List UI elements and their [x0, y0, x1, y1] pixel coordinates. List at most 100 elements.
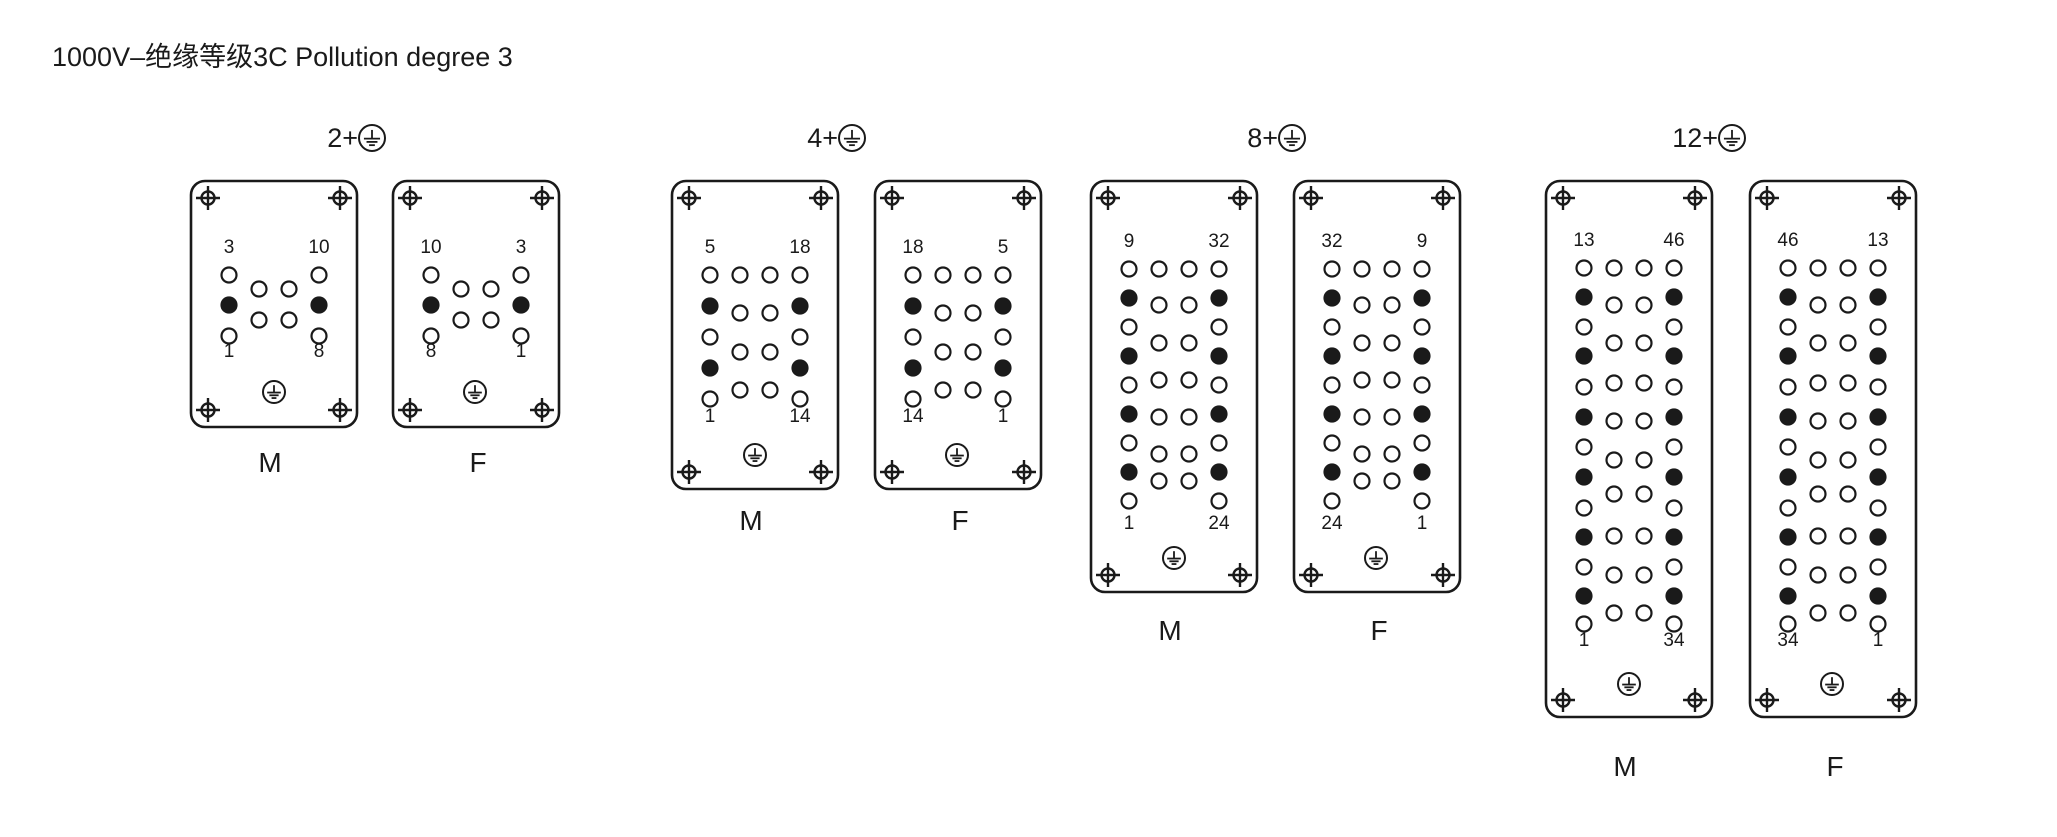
pin-number-label: 8 — [314, 341, 325, 362]
pin-contact-filled — [1323, 463, 1341, 481]
pin-contact — [1605, 604, 1623, 622]
pin-contact — [1180, 445, 1198, 463]
pin-contact — [250, 280, 268, 298]
screw-crosshair-icon — [328, 398, 352, 422]
pin-number-label: 8 — [426, 341, 437, 362]
pin-contact-filled — [1323, 347, 1341, 365]
pin-contact-filled — [1575, 347, 1593, 365]
screw-crosshair-icon — [398, 186, 422, 210]
pin-contact-filled — [1413, 463, 1431, 481]
insert-outline — [189, 179, 359, 429]
pin-contact — [1839, 451, 1857, 469]
screw-crosshair-icon — [1096, 563, 1120, 587]
pin-number-label: 1 — [516, 341, 527, 362]
pin-contact — [1809, 412, 1827, 430]
pin-contact-filled — [994, 359, 1012, 377]
pin-number-label: 24 — [1208, 513, 1230, 534]
pin-contact — [220, 266, 238, 284]
pin-contact-filled — [1779, 587, 1797, 605]
pin-contact — [1413, 376, 1431, 394]
pin-contact-filled — [1869, 288, 1887, 306]
pin-contact — [1150, 371, 1168, 389]
screw-crosshair-icon — [1012, 186, 1036, 210]
pin-contact-filled — [1779, 468, 1797, 486]
pin-contact — [1605, 259, 1623, 277]
pin-contact — [1605, 566, 1623, 584]
pin-number-label: 9 — [1124, 231, 1135, 252]
pin-contact — [1809, 259, 1827, 277]
pin-contact — [1779, 259, 1797, 277]
pin-contact-filled — [1210, 405, 1228, 423]
pin-contact — [1413, 492, 1431, 510]
pin-contact — [1635, 334, 1653, 352]
pin-contact — [1665, 259, 1683, 277]
pin-contact-filled — [791, 359, 809, 377]
pin-contact — [1353, 334, 1371, 352]
pin-number-label: 1 — [998, 406, 1009, 427]
earth-contact-icon — [743, 443, 767, 467]
gender-label: M — [739, 505, 762, 536]
pin-contact — [1869, 499, 1887, 517]
screw-crosshair-icon — [1551, 186, 1575, 210]
pin-contact-filled — [220, 296, 238, 314]
pin-contact — [791, 266, 809, 284]
gender-label: M — [1158, 615, 1181, 646]
pin-contact — [1413, 318, 1431, 336]
pin-contact — [1575, 499, 1593, 517]
insert-group-heading: 12+ — [1672, 123, 1718, 153]
pin-contact — [1839, 527, 1857, 545]
pin-contact-filled — [1869, 587, 1887, 605]
insert-outline — [1292, 179, 1462, 594]
earth-contact-icon — [463, 380, 487, 404]
pin-contact-filled — [904, 297, 922, 315]
pin-contact — [994, 266, 1012, 284]
pin-contact — [964, 266, 982, 284]
pin-contact — [1353, 260, 1371, 278]
pin-contact — [1180, 260, 1198, 278]
insert-outline — [873, 179, 1043, 491]
pin-contact — [1575, 378, 1593, 396]
pin-contact — [1665, 318, 1683, 336]
pin-contact — [250, 311, 268, 329]
pin-contact — [731, 381, 749, 399]
earth-contact-icon — [945, 443, 969, 467]
pin-contact — [452, 280, 470, 298]
pin-contact — [1575, 558, 1593, 576]
page-title: 1000V–绝缘等级3C Pollution degree 3 — [52, 42, 513, 72]
pin-number-label: 10 — [308, 237, 329, 258]
pin-contact-filled — [1779, 408, 1797, 426]
pin-contact — [904, 266, 922, 284]
pin-contact-filled — [1665, 288, 1683, 306]
pin-contact — [1869, 615, 1887, 633]
pin-contact — [1779, 438, 1797, 456]
pin-contact — [761, 266, 779, 284]
pin-contact — [1809, 374, 1827, 392]
gender-label: M — [258, 447, 281, 478]
earth-contact-icon — [1364, 546, 1388, 570]
screw-crosshair-icon — [677, 460, 701, 484]
pin-number-label: 1 — [1873, 630, 1884, 651]
pin-contact — [701, 328, 719, 346]
pin-contact — [1809, 566, 1827, 584]
insert-group-heading: 8+ — [1247, 123, 1278, 153]
pin-contact — [1635, 485, 1653, 503]
screw-crosshair-icon — [1887, 186, 1911, 210]
pin-contact — [1383, 371, 1401, 389]
pin-contact — [422, 266, 440, 284]
pin-contact — [280, 311, 298, 329]
pin-contact-filled — [422, 296, 440, 314]
gender-label: F — [1370, 615, 1387, 646]
pin-contact-filled — [1210, 347, 1228, 365]
pin-contact — [1323, 434, 1341, 452]
pin-contact-filled — [701, 359, 719, 377]
earth-contact-icon — [1162, 546, 1186, 570]
pin-contact — [1353, 472, 1371, 490]
pin-contact — [1120, 492, 1138, 510]
pin-contact — [1665, 615, 1683, 633]
pin-contact — [1120, 376, 1138, 394]
pin-number-label: 24 — [1321, 513, 1343, 534]
earth-contact-icon — [262, 380, 286, 404]
pin-contact — [1635, 374, 1653, 392]
